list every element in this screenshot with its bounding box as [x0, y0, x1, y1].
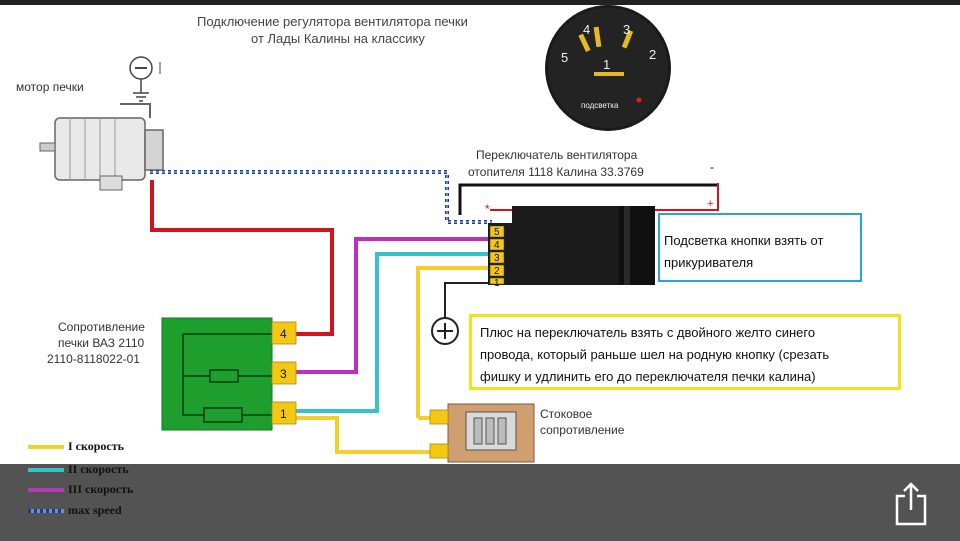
resistor-label-line2: печки ВАЗ 2110 — [58, 336, 145, 350]
dial-number: 1 — [603, 57, 610, 72]
red-backlight-wire — [490, 183, 719, 211]
backlight-dot — [636, 97, 642, 103]
magenta-wire — [296, 237, 492, 374]
share-icon — [895, 482, 927, 526]
backlight-label: подсветка — [581, 101, 619, 110]
plus-sign: + — [707, 198, 713, 210]
legend-swatch — [28, 509, 64, 513]
share-button[interactable] — [893, 480, 929, 526]
plus-wire — [444, 282, 492, 318]
legend-swatch — [28, 488, 64, 492]
backlight-note-line1: Подсветка кнопки взять от — [664, 233, 824, 248]
minus-sign: - — [710, 160, 714, 174]
ground-icon — [129, 56, 161, 102]
legend-swatch — [28, 445, 64, 449]
dial-number: 2 — [649, 47, 656, 62]
legend-swatch — [28, 468, 64, 472]
resistor-pin-label: 4 — [280, 327, 287, 341]
resistor-pin-label: 1 — [280, 407, 287, 421]
switch-label-line1: Переключатель вентилятора — [476, 148, 638, 162]
dial-mark-3 — [621, 29, 634, 49]
dial-mark-5 — [578, 33, 591, 53]
backlight-note-line2: прикуривателя — [664, 255, 754, 270]
dial-number: 3 — [623, 22, 630, 37]
backlight-note: Подсветка кнопки взять от прикуривателя — [658, 213, 862, 282]
stock-resistor-label-line1: Стоковое — [540, 407, 593, 421]
switch-pin-label: 3 — [494, 253, 500, 264]
plus-note-line3: фишку и удлинить его до переключателя пе… — [480, 369, 816, 384]
switch-pin-label: 4 — [494, 240, 500, 251]
resistor-label-line3: 2110-8118022-01 — [47, 352, 140, 366]
resistor-block: 4 3 1 — [161, 317, 297, 431]
plus-note-line1: Плюс на переключатель взять с двойного ж… — [480, 325, 816, 340]
max-speed-wire — [150, 170, 492, 224]
heater-motor — [39, 103, 164, 191]
switch-pins — [489, 225, 505, 285]
dial-number: 4 — [583, 22, 590, 37]
bottom-overlay-bar — [0, 464, 960, 541]
legend-label: III скорость — [68, 482, 134, 496]
plus-note: Плюс на переключатель взять с двойного ж… — [469, 314, 901, 390]
resistor-label-line1: Сопротивление — [58, 320, 145, 334]
red-wire — [150, 180, 334, 336]
black-wire — [458, 183, 718, 215]
switch-star: * — [485, 202, 490, 216]
legend-label: II скорость — [68, 462, 129, 476]
yellow-wire-1 — [296, 416, 440, 454]
switch-label-line2: отопителя 1118 Калина 33.3769 — [468, 165, 644, 179]
stock-resistor — [429, 403, 535, 463]
switch-pin-label: 1 — [494, 278, 500, 289]
legend-label: I скорость — [68, 439, 124, 453]
fan-speed-dial: 5 4 1 3 2 подсветка — [545, 5, 671, 131]
top-status-strip — [0, 0, 960, 5]
dial-number: 5 — [561, 50, 568, 65]
plus-note-line2: провода, который раньше шел на родную кн… — [480, 347, 830, 362]
resistor-pin-label: 3 — [280, 367, 287, 381]
switch-pin-label: 5 — [494, 227, 500, 238]
diagram-title-line1: Подключение регулятора вентилятора печки — [197, 14, 468, 29]
switch-pin-label: 2 — [494, 266, 500, 277]
yellow-wire-2 — [416, 266, 492, 418]
dial-mark-1 — [594, 72, 624, 76]
max-speed-wire-stripe — [150, 171, 492, 223]
legend-label: max speed — [68, 503, 122, 517]
stock-resistor-label-line2: сопротивление — [540, 423, 625, 437]
motor-label: мотор печки — [16, 80, 84, 94]
cyan-wire — [296, 252, 492, 413]
dial-mark-4 — [593, 26, 602, 48]
plus-circle-icon — [431, 317, 459, 345]
diagram-title-line2: от Лады Калины на классику — [251, 31, 425, 46]
fan-switch: 5 4 3 2 1 * - + — [485, 160, 714, 289]
